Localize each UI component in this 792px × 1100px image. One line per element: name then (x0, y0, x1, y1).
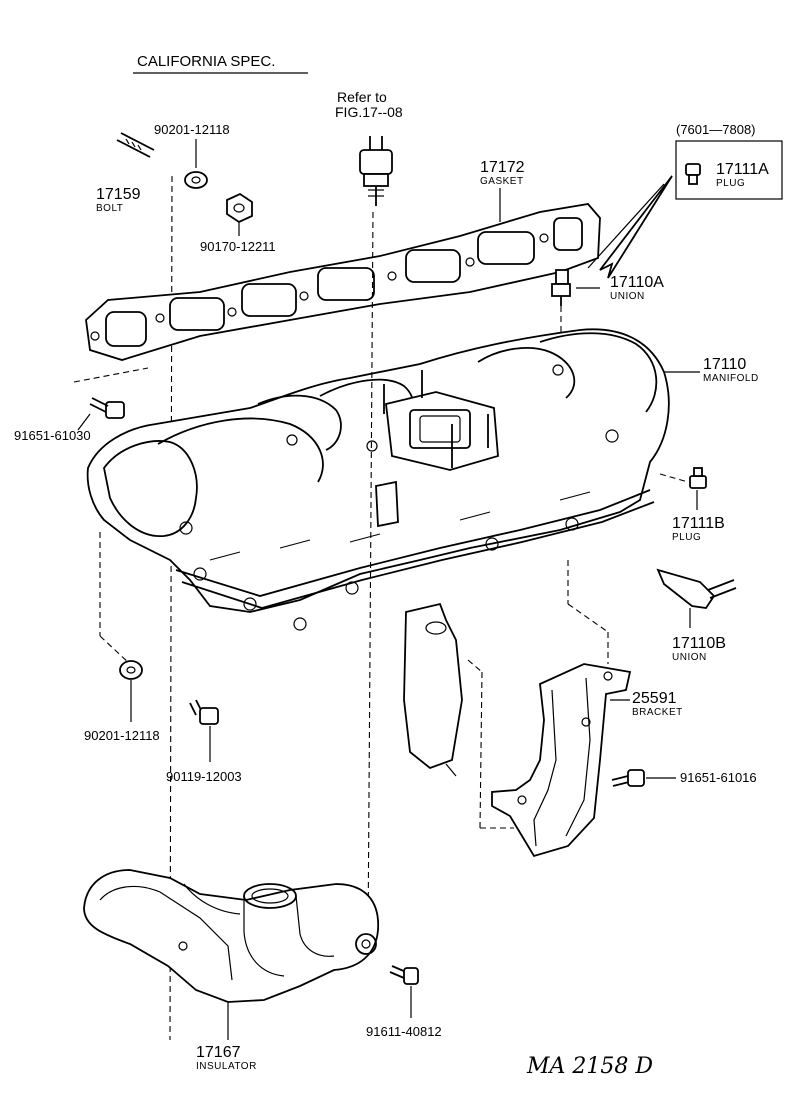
part-17111b-number: 17111B (672, 515, 725, 532)
part-90170-number: 90170-12211 (200, 239, 276, 254)
variant-box (675, 140, 783, 200)
plug-17111b-drawing (689, 467, 707, 489)
part-17159-name: BOLT (96, 203, 123, 214)
bolt-17159-drawing (116, 132, 155, 158)
date-range: (7601—7808) (676, 122, 756, 137)
gasket-17172-drawing (85, 203, 601, 361)
bolt-91651-61030-drawing (89, 397, 125, 419)
bolt-91611-drawing (389, 965, 419, 985)
refer-note-line2: FIG.17--08 (335, 104, 403, 120)
part-90201-top-number: 90201-12118 (154, 122, 230, 137)
diagram-code: MA 2158 D (526, 1054, 653, 1079)
diagram-title: CALIFORNIA SPEC. (137, 53, 275, 70)
manifold-17110-drawing (86, 328, 670, 777)
part-17110-number: 17110 (703, 356, 746, 373)
part-17110a-name: UNION (610, 291, 645, 302)
union-17110a-drawing (551, 269, 571, 306)
nut-90170-drawing (226, 192, 253, 224)
part-17172-number: 17172 (480, 159, 525, 176)
plug-17111a-drawing (685, 163, 701, 185)
washer-bottom-drawing (119, 660, 143, 680)
refer-note-line1: Refer to (337, 89, 387, 105)
part-90119-number: 90119-12003 (166, 769, 242, 784)
bolt-90119-drawing (189, 699, 219, 725)
part-17111a-number: 17111A (716, 161, 769, 178)
part-17167-number: 17167 (196, 1044, 241, 1061)
part-25591-number: 25591 (632, 690, 677, 707)
part-17172-name: GASKET (480, 176, 524, 187)
part-25591-name: BRACKET (632, 707, 683, 718)
part-17110a-number: 17110A (610, 274, 664, 291)
part-17110b-name: UNION (672, 652, 707, 663)
part-91611-number: 91611-40812 (366, 1024, 442, 1039)
insulator-17167-drawing (83, 869, 379, 1003)
part-17110-name: MANIFOLD (703, 373, 759, 384)
part-91651-61030-number: 91651-61030 (14, 428, 91, 443)
part-17110b-number: 17110B (672, 635, 726, 652)
union-17110b-drawing (656, 568, 737, 609)
bolt-91651-61016-drawing (611, 769, 645, 787)
part-17111a-name: PLUG (716, 178, 745, 189)
variant-arrow (599, 175, 673, 279)
part-91651-61016-number: 91651-61016 (680, 770, 757, 785)
part-90201-bottom-number: 90201-12118 (84, 728, 160, 743)
bracket-25591-drawing (491, 663, 632, 858)
part-17167-name: INSULATOR (196, 1061, 257, 1072)
assembly-line-center (367, 211, 374, 941)
washer-top-drawing (184, 171, 208, 189)
part-17111b-name: PLUG (672, 532, 701, 543)
sensor-switch-drawing (359, 136, 393, 206)
part-17159-number: 17159 (96, 186, 141, 203)
